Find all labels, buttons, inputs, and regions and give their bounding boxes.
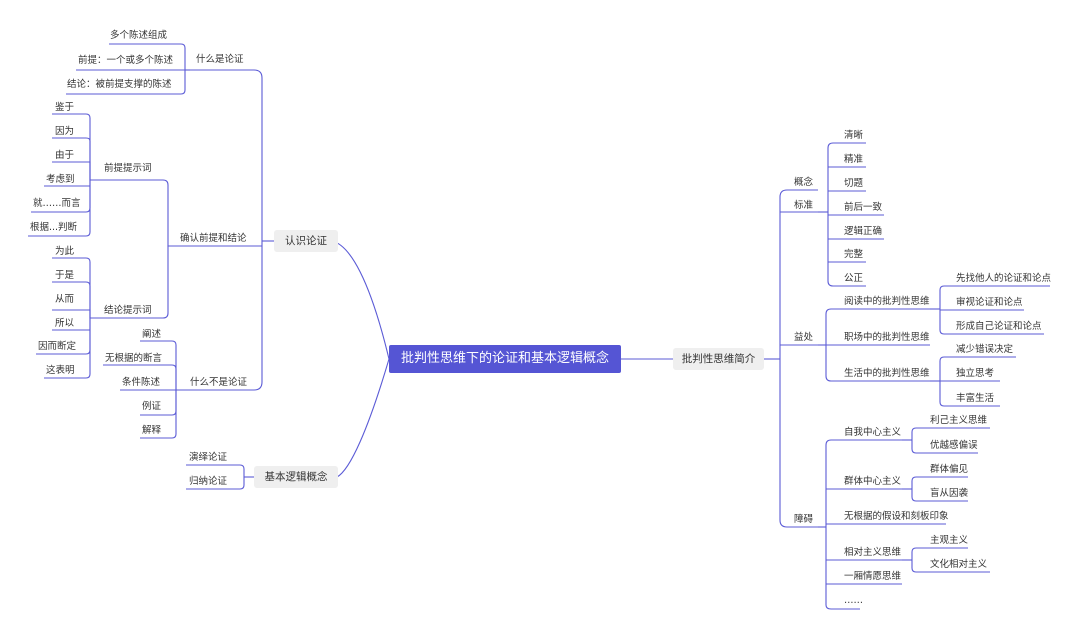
node-what-is-argument[interactable]: 什么是论证 bbox=[196, 54, 244, 65]
leaf-logic-1[interactable]: 归纳论证 bbox=[189, 476, 228, 487]
leaf-ego-1[interactable]: 优越感偏误 bbox=[930, 440, 978, 451]
leaf-standard-2[interactable]: 切题 bbox=[844, 178, 864, 189]
leaf-conclusion-0[interactable]: 为此 bbox=[55, 246, 75, 257]
leaf-standard-3[interactable]: 前后一致 bbox=[844, 202, 883, 213]
leaf-premise-5[interactable]: 根据...判断 bbox=[30, 222, 78, 233]
node-barrier[interactable]: 障碍 bbox=[794, 514, 814, 525]
node-benefit-reading[interactable]: 阅读中的批判性思维 bbox=[844, 296, 930, 307]
leaf-not-2[interactable]: 条件陈述 bbox=[122, 377, 161, 388]
leaf-not-4[interactable]: 解释 bbox=[142, 425, 162, 436]
leaf-not-3[interactable]: 例证 bbox=[142, 401, 162, 412]
node-barrier-group[interactable]: 群体中心主义 bbox=[844, 476, 902, 487]
leaf-what-1[interactable]: 前提：一个或多个陈述 bbox=[78, 55, 174, 66]
leaf-standard-1[interactable]: 精准 bbox=[844, 154, 864, 165]
leaf-life-1[interactable]: 独立思考 bbox=[956, 368, 995, 379]
leaf-ego-0[interactable]: 利己主义思维 bbox=[930, 415, 988, 426]
node-benefit[interactable]: 益处 bbox=[794, 332, 814, 343]
node-barrier-relative[interactable]: 相对主义思维 bbox=[844, 547, 902, 558]
node-confirm[interactable]: 确认前提和结论 bbox=[180, 233, 247, 244]
leaf-conclusion-1[interactable]: 于是 bbox=[55, 270, 75, 281]
leaf-premise-2[interactable]: 由于 bbox=[55, 150, 75, 161]
leaf-standard-6[interactable]: 公正 bbox=[844, 273, 864, 284]
leaf-not-1[interactable]: 无根据的断言 bbox=[105, 353, 163, 364]
leaf-premise-0[interactable]: 鉴于 bbox=[55, 102, 75, 113]
leaf-what-0[interactable]: 多个陈述组成 bbox=[110, 30, 168, 41]
topic-basic-logic[interactable]: 基本逻辑概念 bbox=[254, 466, 338, 488]
node-barrier-assumption[interactable]: 无根据的假设和刻板印象 bbox=[844, 511, 949, 522]
leaf-not-0[interactable]: 阐述 bbox=[142, 329, 162, 340]
node-benefit-work[interactable]: 职场中的批判性思维 bbox=[844, 332, 930, 343]
node-premise-words[interactable]: 前提提示词 bbox=[104, 163, 152, 174]
leaf-reading-0[interactable]: 先找他人的论证和论点 bbox=[956, 273, 1052, 284]
leaf-life-0[interactable]: 减少错误决定 bbox=[956, 344, 1014, 355]
leaf-premise-3[interactable]: 考虑到 bbox=[46, 174, 75, 185]
leaf-relative-0[interactable]: 主观主义 bbox=[930, 535, 969, 546]
leaf-reading-1[interactable]: 审视论证和论点 bbox=[956, 297, 1023, 308]
leaf-standard-4[interactable]: 逻辑正确 bbox=[844, 226, 883, 237]
leaf-standard-0[interactable]: 清晰 bbox=[844, 130, 864, 141]
leaf-conclusion-2[interactable]: 从而 bbox=[55, 294, 75, 305]
topic-renshi-lunzheng[interactable]: 认识论证 bbox=[274, 230, 338, 252]
leaf-relative-1[interactable]: 文化相对主义 bbox=[930, 559, 988, 570]
node-benefit-life[interactable]: 生活中的批判性思维 bbox=[844, 368, 930, 379]
node-not-argument[interactable]: 什么不是论证 bbox=[190, 377, 248, 388]
leaf-life-2[interactable]: 丰富生活 bbox=[956, 393, 995, 404]
leaf-reading-2[interactable]: 形成自己论证和论点 bbox=[956, 321, 1042, 332]
leaf-premise-4[interactable]: 就……而言 bbox=[33, 198, 81, 209]
node-barrier-wishful[interactable]: 一厢情愿思维 bbox=[844, 571, 902, 582]
node-barrier-more[interactable]: …… bbox=[844, 595, 863, 606]
leaf-standard-5[interactable]: 完整 bbox=[844, 249, 864, 260]
leaf-group-1[interactable]: 盲从因袭 bbox=[930, 488, 969, 499]
leaf-conclusion-3[interactable]: 所以 bbox=[55, 318, 75, 329]
node-barrier-ego[interactable]: 自我中心主义 bbox=[844, 427, 902, 438]
topic-critical-intro[interactable]: 批判性思维简介 bbox=[673, 348, 764, 370]
leaf-conclusion-4[interactable]: 因而断定 bbox=[38, 341, 77, 352]
leaf-logic-0[interactable]: 演绎论证 bbox=[189, 452, 228, 463]
node-conclusion-words[interactable]: 结论提示词 bbox=[104, 305, 152, 316]
node-concept[interactable]: 概念 bbox=[794, 177, 814, 188]
leaf-group-0[interactable]: 群体偏见 bbox=[930, 464, 969, 475]
leaf-what-2[interactable]: 结论：被前提支撑的陈述 bbox=[67, 79, 172, 90]
root-topic[interactable]: 批判性思维下的论证和基本逻辑概念 bbox=[389, 345, 621, 373]
leaf-premise-1[interactable]: 因为 bbox=[55, 126, 75, 137]
leaf-conclusion-5[interactable]: 这表明 bbox=[46, 365, 75, 376]
node-standard[interactable]: 标准 bbox=[794, 200, 814, 211]
